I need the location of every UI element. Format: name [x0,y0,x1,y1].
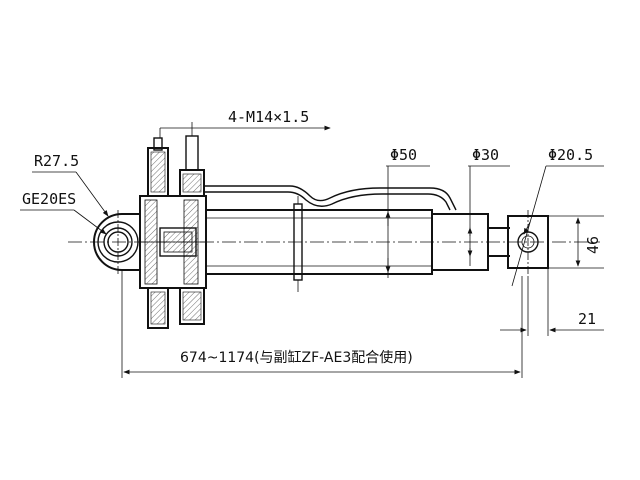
bearing-callout: GE20ES [20,190,107,235]
radius-label: R27.5 [34,152,79,170]
upper-fittings [147,135,205,197]
rod-end-length-dim: 21 [500,268,604,336]
barrel-diameter-dim: Φ50 [385,146,430,278]
rod-diameter-label: Φ30 [472,146,499,164]
rod-diameter-dim: Φ30 [467,146,510,266]
overall-length-label: 674~1174(与副缸ZF-AE3配合使用) [180,349,413,366]
overall-length-dim: 674~1174(与副缸ZF-AE3配合使用) [121,270,523,378]
cylinder-head [431,213,489,271]
valve-block [139,195,207,289]
rod-end-length-label: 21 [578,310,596,328]
lower-fittings [147,287,205,329]
pin-diameter-label: Φ20.5 [548,146,593,164]
rod-end-height-label: 46 [584,236,602,254]
eye-mount [93,210,140,276]
oil-pipe [204,185,457,211]
barrel-diameter-label: Φ50 [390,146,417,164]
pin-diameter-dim: Φ20.5 [511,146,604,287]
cylinder-barrel [205,196,433,292]
radius-callout: R27.5 [32,152,109,217]
bearing-label: GE20ES [22,190,76,208]
rod-end [507,210,549,276]
thread-label: 4-M14×1.5 [228,108,309,126]
rod-end-height-dim: 46 [548,215,604,269]
thread-dimension: 4-M14×1.5 [159,108,331,138]
piston-rod [488,227,510,257]
